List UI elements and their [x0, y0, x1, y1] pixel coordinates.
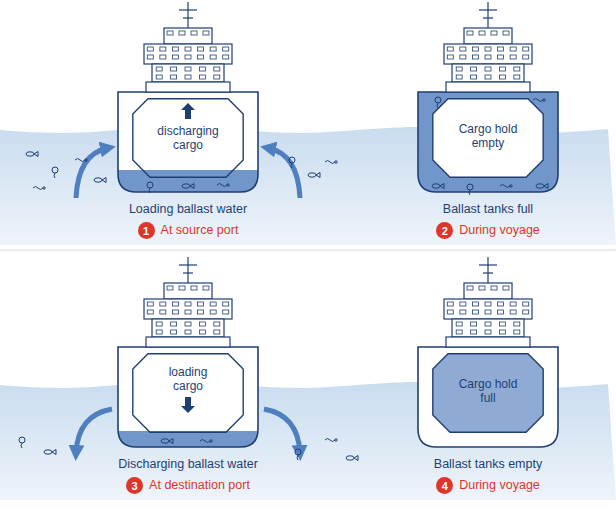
ballast-water [116, 431, 260, 451]
hull-outline [418, 347, 558, 447]
organism [217, 184, 229, 187]
hull [418, 347, 558, 447]
callout-number: 1 [143, 225, 149, 237]
organism [325, 161, 337, 164]
hull-outline [118, 92, 258, 192]
organism [346, 456, 358, 461]
state-caption: Ballast tanks full [443, 202, 533, 217]
flow-arrow [76, 148, 108, 198]
stage-caption: During voyage [459, 223, 540, 238]
step-number-badge: 4 [436, 477, 453, 494]
state-caption: Ballast tanks empty [434, 457, 542, 472]
superstructure [144, 2, 232, 92]
hold-label: Cargo hold empty [452, 122, 524, 150]
cargo-arrow [181, 103, 195, 119]
hull-outline [118, 347, 258, 447]
organism [289, 157, 295, 168]
callout-number: 4 [442, 480, 448, 492]
panel-separator [0, 250, 616, 251]
superstructure [444, 2, 532, 92]
step-number-badge: 2 [436, 222, 453, 239]
cargo-hold: loading cargo [132, 353, 244, 433]
state-caption: Loading ballast water [129, 202, 247, 217]
organism [325, 439, 337, 442]
callout-number: 3 [132, 480, 138, 492]
organism [308, 173, 320, 178]
ballast-water [416, 92, 560, 196]
ship [76, 257, 300, 453]
flow-arrow [76, 409, 112, 453]
organism [432, 184, 444, 189]
superstructure [444, 257, 532, 347]
state-caption: Discharging ballast water [118, 457, 258, 472]
organism [500, 185, 512, 188]
hold-label: loading cargo [152, 365, 224, 393]
step-number-badge: 1 [138, 222, 155, 239]
organism [147, 182, 153, 193]
organism [33, 187, 45, 190]
ship [76, 2, 300, 198]
organism [94, 178, 106, 183]
ship [418, 257, 558, 447]
organism [536, 184, 548, 189]
organism [52, 167, 58, 178]
hold-label: Cargo hold full [452, 377, 524, 405]
callout-number: 2 [442, 225, 448, 237]
cargo-arrow [181, 397, 195, 413]
flow-arrow [268, 148, 300, 198]
cargo-hold: discharging cargo [132, 98, 244, 178]
organism [533, 99, 545, 102]
organism [161, 439, 173, 444]
organism [75, 159, 87, 162]
organism [467, 184, 473, 195]
flow-arrow [264, 409, 300, 453]
cargo-hold: Cargo hold full [432, 353, 544, 433]
stage-caption: At source port [161, 223, 239, 238]
step-number-badge: 3 [126, 477, 143, 494]
stage-caption: During voyage [459, 478, 540, 493]
hold-label: discharging cargo [152, 124, 224, 152]
organism [295, 449, 301, 460]
hull-outline [418, 92, 558, 192]
stage-caption: At destination port [149, 478, 250, 493]
organism [182, 184, 194, 189]
ship [416, 2, 560, 196]
organism [19, 437, 25, 448]
cargo-hold: Cargo hold empty [432, 98, 544, 178]
superstructure [144, 257, 232, 347]
organism [44, 450, 56, 455]
organism [26, 152, 38, 157]
organism [200, 440, 212, 443]
